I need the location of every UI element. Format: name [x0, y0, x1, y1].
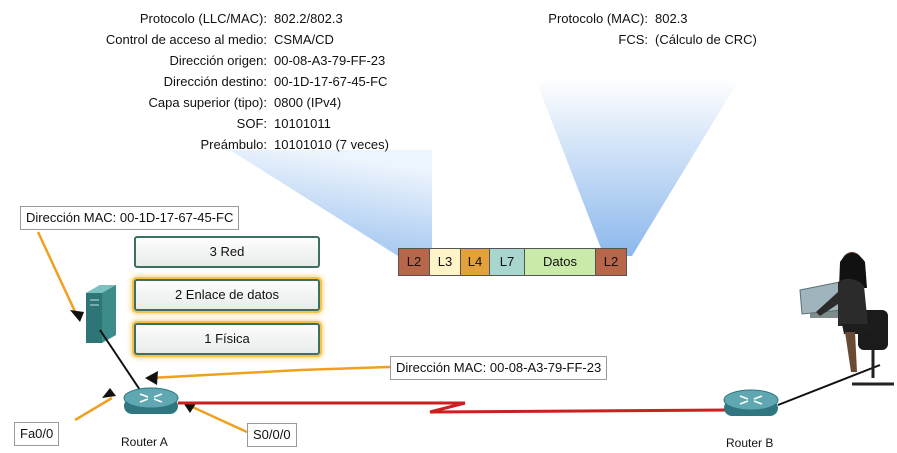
wan-link [178, 401, 731, 414]
field-value: 10101010 (7 veces) [274, 137, 389, 152]
field-value: 00-1D-17-67-45-FC [274, 74, 388, 89]
router-a-label: Router A [121, 435, 168, 449]
frame-trailer-fields: Protocolo (MAC): FCS: 802.3 (Cálculo de … [500, 8, 757, 50]
layer-physical: 1 Física [134, 323, 320, 355]
field-value: 802.2/802.3 [274, 11, 343, 26]
field-value: 0800 (IPv4) [274, 95, 342, 110]
frame-segment-l2-trailer: L2 [596, 249, 626, 275]
arrowheads [70, 310, 197, 413]
frame-segment-l4: L4 [461, 249, 490, 275]
frame-segment-l7: L7 [490, 249, 525, 275]
router-mac-callout: Dirección MAC: 00-08-A3-79-FF-23 [390, 356, 608, 380]
field-value: (Cálculo de CRC) [655, 32, 757, 47]
field-label: Protocolo (LLC/MAC): [139, 11, 267, 26]
field-value: 802.3 [655, 11, 688, 26]
fa-port-callout: Fa0/0 [14, 422, 60, 446]
serial-port-callout: S0/0/0 [247, 423, 297, 447]
field-value: CSMA/CD [274, 32, 334, 47]
frame-segment-l3: L3 [430, 249, 461, 275]
field-label: Capa superior (tipo): [148, 95, 268, 110]
trailer-beam [535, 78, 740, 256]
field-label: Control de acceso al medio: [105, 32, 267, 47]
header-beam [230, 150, 432, 256]
field-label: SOF: [236, 116, 267, 131]
field-label: Dirección destino: [163, 74, 267, 89]
frame-strip: L2 L3 L4 L7 Datos L2 [398, 248, 627, 276]
router-a-icon [123, 387, 179, 414]
field-value: 10101011 [274, 116, 331, 131]
callout-lines [36, 231, 391, 434]
router-b-label: Router B [726, 436, 774, 450]
server-mac-callout: Dirección MAC: 00-1D-17-67-45-FC [20, 206, 240, 230]
frame-segment-l2-header: L2 [399, 249, 430, 275]
router-b-icon [723, 389, 779, 416]
frame-segment-data: Datos [525, 249, 596, 275]
server-icon [86, 285, 116, 343]
field-label: FCS: [618, 32, 648, 47]
user-icon [799, 252, 894, 386]
field-label: Protocolo (MAC): [548, 11, 648, 26]
field-label: Dirección origen: [169, 53, 267, 68]
frame-header-fields: Protocolo (LLC/MAC): Control de acceso a… [20, 8, 389, 155]
field-value: 00-08-A3-79-FF-23 [274, 53, 386, 68]
layer-network: 3 Red [134, 236, 320, 268]
field-label: Preámbulo: [200, 137, 267, 152]
layer-data-link: 2 Enlace de datos [134, 279, 320, 311]
